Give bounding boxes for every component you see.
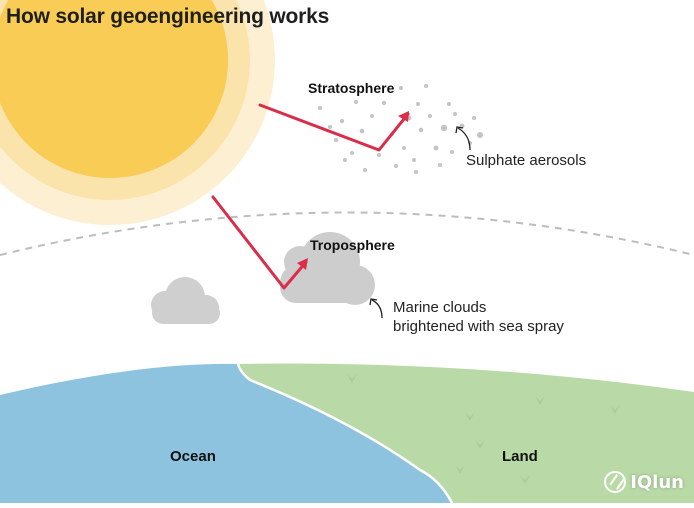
sulphate-pointer-icon	[457, 127, 471, 151]
sulphate-pointer-head	[455, 126, 464, 134]
watermark-logo-icon	[604, 471, 627, 493]
ray-arrowhead-icon	[398, 111, 409, 122]
watermark-text: IQlun	[630, 471, 684, 493]
marine-label-line2: brightened with sea spray	[393, 318, 564, 335]
land-markers	[347, 374, 620, 484]
marine-pointer-icon	[371, 299, 383, 319]
ray-arrowhead-icon	[297, 258, 308, 270]
ocean	[0, 363, 452, 503]
coastline	[236, 363, 454, 504]
land	[238, 363, 694, 503]
page-title: How solar geoengineering works	[6, 5, 330, 28]
land-label: Land	[502, 448, 538, 465]
stratosphere-label: Stratosphere	[308, 80, 395, 96]
ocean-label: Ocean	[170, 448, 216, 465]
atmosphere-boundary	[0, 211, 694, 256]
small-cloud	[151, 277, 220, 324]
reflected-ray-troposphere	[211, 195, 308, 290]
aerosol-particles	[318, 84, 483, 174]
marine-label-line1: Marine clouds	[393, 299, 486, 316]
watermark: IQlun	[604, 471, 684, 493]
sulphate-label: Sulphate aerosols	[466, 152, 586, 169]
troposphere-label: Troposphere	[310, 237, 395, 253]
sun	[0, 0, 228, 178]
earth	[0, 363, 694, 504]
reflected-ray-stratosphere	[258, 103, 410, 152]
marine-pointer-head	[369, 298, 378, 306]
